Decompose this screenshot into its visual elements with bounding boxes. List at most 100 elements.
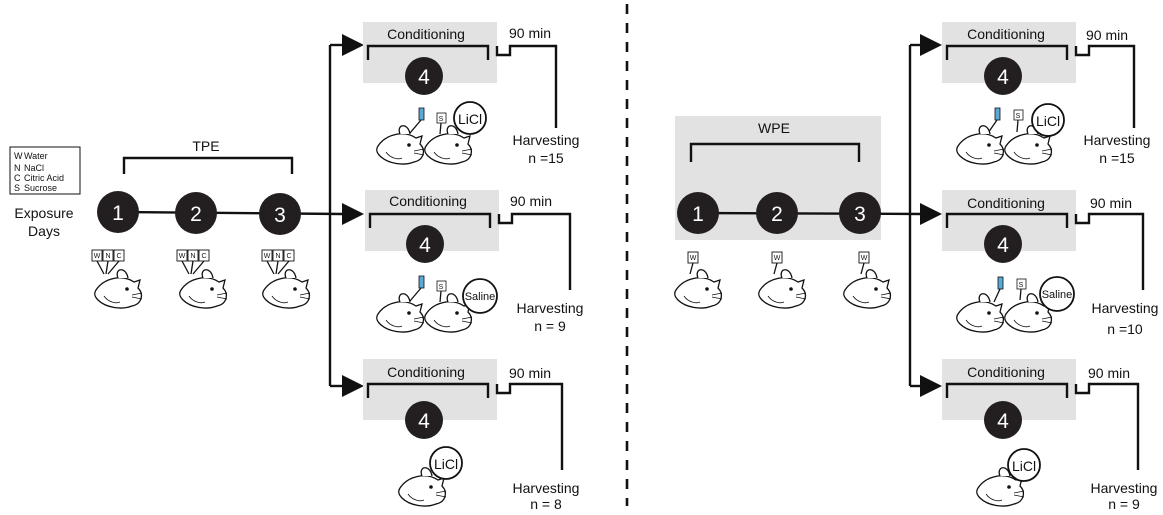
- box-letter: W: [179, 253, 186, 260]
- mouse-icon: [758, 269, 807, 309]
- box-letter: W: [774, 255, 781, 262]
- time-label: 90 min: [509, 365, 551, 381]
- time-label: 90 min: [1090, 195, 1132, 211]
- day-number: 3: [854, 203, 866, 226]
- box-letter: N: [275, 253, 280, 260]
- agent-label: LiCl: [458, 111, 482, 127]
- legend-name-nacl: NaCl: [24, 163, 44, 173]
- bottle-letter: S: [439, 284, 444, 291]
- mouse-icon: [179, 269, 228, 309]
- conditioning-bracket: [945, 44, 1069, 60]
- wpe-label: WPE: [758, 120, 790, 136]
- agent-label: LiCl: [434, 456, 458, 472]
- sucrose-bottle-icon: [436, 280, 447, 292]
- day-number: 4: [419, 234, 431, 257]
- box-letter: W: [690, 255, 697, 262]
- mouse-icon: [376, 293, 425, 333]
- wpe-day-2: 2: [756, 192, 798, 234]
- timeline-line: [495, 44, 558, 128]
- mouse-icon: [674, 269, 723, 309]
- tpe-day-1: 1: [97, 191, 139, 233]
- harvest-label: Harvesting: [513, 132, 580, 148]
- time-label: 90 min: [1088, 365, 1130, 381]
- agent-circle: [1007, 448, 1041, 482]
- day-number: 2: [771, 203, 783, 226]
- harvest-label: Harvesting: [513, 480, 580, 496]
- day-circle: [405, 57, 443, 95]
- legend: W Water N NaCl C Citric Acid S Sucrose E…: [9, 146, 81, 239]
- wpe-main-line: [697, 211, 923, 216]
- tpe-main-line: [117, 210, 343, 216]
- tpe-bracket: [122, 156, 294, 174]
- agent-circle: [453, 101, 487, 135]
- timeline-line: [1074, 212, 1145, 290]
- conditioning-bracket: [366, 44, 490, 60]
- arrow-head: [920, 203, 942, 225]
- day-circle: [405, 401, 443, 439]
- arrow-head: [342, 375, 364, 397]
- day-number: 4: [418, 410, 430, 433]
- mouse-icon: [376, 125, 425, 165]
- box-letter: N: [190, 253, 195, 260]
- bottle-icon: [418, 275, 425, 289]
- timeline-line: [1074, 44, 1136, 128]
- mouse-icon: [262, 269, 311, 309]
- day-circle: [406, 225, 444, 263]
- bottle-icon: [418, 107, 425, 121]
- legend-name-sucrose: Sucrose: [24, 183, 57, 193]
- wpe-panel: WPE 1 2 3 W W: [674, 22, 1159, 512]
- day-number: 4: [997, 410, 1009, 433]
- bottle-icon: [997, 276, 1004, 290]
- n-label: n =15: [528, 150, 564, 166]
- bottle-letter: S: [1016, 113, 1021, 120]
- n-label: n = 9: [1108, 496, 1140, 510]
- tpe-day-3: 3: [259, 193, 301, 235]
- agent-label: LiCl: [1012, 458, 1036, 474]
- arrow-head: [342, 34, 364, 56]
- time-label: 90 min: [509, 25, 551, 41]
- conditioning-bracket: [366, 382, 490, 398]
- n-label: n = 9: [534, 318, 566, 334]
- box-letter: W: [264, 253, 271, 260]
- agent-circle: [462, 278, 498, 314]
- time-label: 90 min: [510, 193, 552, 209]
- tpe-bottles-day3: W N C: [261, 249, 295, 275]
- n-label: n = 8: [530, 496, 562, 510]
- agent-label: LiCl: [1036, 113, 1060, 129]
- legend-name-citric: Citric Acid: [24, 173, 64, 183]
- arrow-head: [342, 203, 364, 225]
- mouse-icon: [956, 293, 1005, 333]
- legend-name-water: Water: [24, 151, 48, 161]
- days-label: Days: [28, 223, 60, 239]
- tpe-bottles-day2: W N C: [176, 249, 210, 275]
- harvest-label: Harvesting: [1091, 480, 1158, 496]
- harvest-label: Harvesting: [1084, 132, 1151, 148]
- agent-circle: [1039, 276, 1075, 312]
- agent-label: Saline: [1042, 289, 1073, 301]
- legend-code-n: N: [14, 163, 21, 173]
- mouse-icon: [843, 269, 892, 309]
- exposure-label: Exposure: [14, 205, 73, 221]
- timeline-line: [497, 212, 572, 290]
- tpe-branch-3: Conditioning 4 90 min Harvesting n = 8 L…: [363, 359, 580, 512]
- legend-box: [9, 146, 81, 195]
- conditioning-bracket: [368, 212, 492, 228]
- legend-code-s: S: [14, 183, 20, 193]
- arrow-head: [920, 375, 942, 397]
- conditioning-label: Conditioning: [967, 364, 1045, 380]
- day-number: 4: [997, 234, 1009, 257]
- harvest-label: Harvesting: [1092, 300, 1159, 316]
- conditioning-label: Conditioning: [967, 195, 1045, 211]
- wpe-day-3: 3: [839, 192, 881, 234]
- tpe-branch-1: Conditioning 4 90 min Harvesting n =15 S…: [363, 22, 579, 166]
- timeline-line: [1074, 382, 1140, 470]
- box-letter: C: [286, 253, 291, 260]
- wpe-bracket: [689, 142, 861, 162]
- box-letter: W: [94, 253, 101, 260]
- bottle-icon: [994, 107, 1001, 121]
- n-label: n =10: [1107, 321, 1143, 337]
- wpe-bottle-day3: W: [858, 251, 870, 275]
- box-letter: C: [201, 253, 206, 260]
- tpe-panel: TPE 1 2 3 W N C: [91, 22, 583, 512]
